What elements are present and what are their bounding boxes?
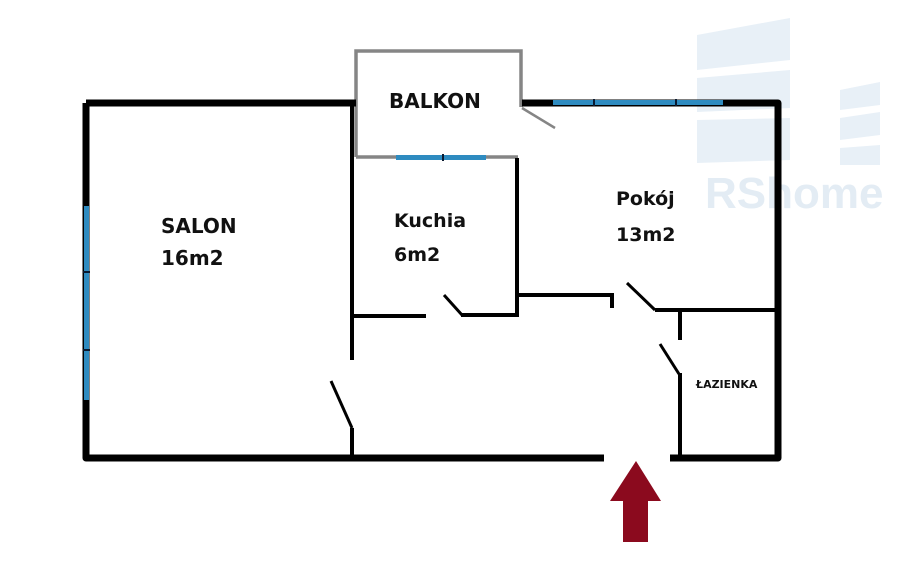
wall-pokoj-bottom-left [517,293,614,308]
balcony-door-leaf [521,106,556,130]
window-kitchen [396,154,486,161]
wall-left-and-bottom [82,103,604,462]
interior-walls [350,105,776,456]
windows [83,99,723,400]
watermark-text: RShome [705,169,883,218]
entrance-arrow-icon [610,461,661,542]
room-name-kuchnia: Kuchia [394,210,466,232]
room-name-salon: SALON [161,214,237,238]
watermark: RShome [697,18,883,218]
room-name-lazienka: ŁAZIENKA [695,378,758,391]
room-name-balkon: BALKON [389,89,481,113]
room-area-kuchnia: 6m2 [394,244,440,266]
room-area-pokoj: 13m2 [616,224,675,246]
door-salon [329,380,354,429]
door-kitchen [442,293,464,317]
building-logo-icon [697,18,880,165]
door-lazienka [658,343,681,375]
doors [329,281,681,429]
room-area-salon: 16m2 [161,246,224,270]
door-pokoj [625,281,657,312]
window-salon [83,206,90,400]
room-name-pokoj: Pokój [616,188,675,210]
window-pokoj [553,99,723,106]
